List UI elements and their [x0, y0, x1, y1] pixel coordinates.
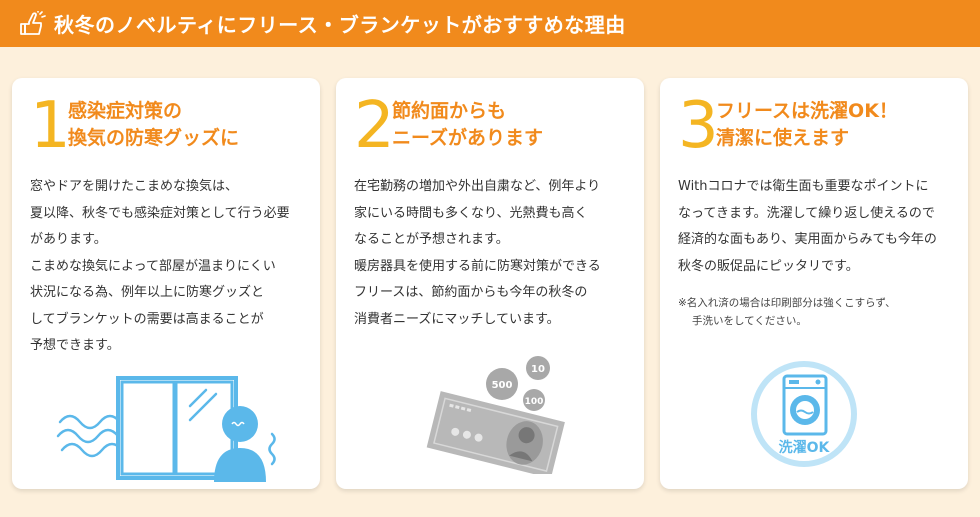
money-bill-coins-icon: 500 10 100 [426, 356, 565, 474]
pointing-hand-icon [20, 10, 46, 35]
body-line: なってきます。洗濯して繰り返し使えるので [678, 205, 935, 221]
reason-card-2: 2 節約面からも ニーズがあります 在宅勤務の増加や外出自粛など、例年より 家に… [336, 78, 644, 489]
body-line: 状況になる為、例年以上に防寒グッズと [30, 285, 265, 300]
reason-card-1: 1 感染症対策の 換気の防寒グッズに 窓やドアを開けたこまめな換気は、 夏以降、… [12, 78, 320, 489]
open-window-person-cold-icon [56, 376, 276, 482]
coin-500: 500 [492, 380, 513, 391]
body-line: してブランケットの需要は高まることが [30, 311, 264, 327]
reason-card-3: 3 フリースは洗濯OK！ 清潔に使えます Withコロナでは衛生面も重要なポイン… [660, 78, 968, 489]
body-line: 在宅勤務の増加や外出自粛など、例年より [354, 179, 601, 194]
washing-machine-icon: 洗濯OK [751, 361, 857, 467]
heading-line: 換気の防寒グッズに [68, 127, 240, 149]
note-line: 手洗いをしてください。 [692, 315, 807, 327]
body-line: フリースは、節約面からも今年の秋冬の [354, 285, 588, 300]
body-line: 経済的な面もあり、実用面からみても今年の [678, 232, 937, 247]
body-line: なることが予想されます。 [354, 232, 509, 247]
note-line: ※名入れ済の場合は印刷部分は強くこすらず、 [678, 297, 896, 309]
body-line: 家にいる時間も多くなり、光熱費も高く [354, 205, 588, 221]
body-line: こまめな換気によって部屋が温まりにくい [30, 258, 276, 274]
body-line: 夏以降、秋冬でも感染症対策として行う必要 [30, 205, 290, 221]
body-line: 予想できます。 [30, 338, 120, 353]
reason-number: 1 [30, 89, 71, 163]
reason-heading: 感染症対策の 換気の防寒グッズに [68, 98, 239, 152]
page-title: 秋冬のノベルティにフリース・ブランケットがおすすめな理由 [54, 13, 626, 37]
body-line: 窓やドアを開けたこまめな換気は、 [30, 179, 239, 194]
wash-ok-badge: 洗濯OK [779, 439, 831, 456]
heading-line: フリースは洗濯OK！ [716, 100, 898, 122]
heading-line: ニーズがあります [392, 127, 544, 149]
page-header: 秋冬のノベルティにフリース・ブランケットがおすすめな理由 [0, 0, 980, 47]
care-note: ※名入れ済の場合は印刷部分は強くこすらず、 手洗いをしてください。 [678, 294, 960, 330]
body-line: があります。 [30, 232, 107, 247]
reason-number: 2 [354, 89, 395, 163]
heading-line: 感染症対策の [68, 100, 183, 122]
reason-number: 3 [678, 89, 719, 163]
reason-body: 在宅勤務の増加や外出自粛など、例年より 家にいる時間も多くなり、光熱費も高く な… [354, 174, 636, 333]
reason-heading: フリースは洗濯OK！ 清潔に使えます [716, 98, 898, 152]
body-line: 暖房器具を使用する前に防寒対策ができる [354, 258, 601, 274]
body-line: 秋冬の販促品にピッタリです。 [678, 258, 859, 274]
body-line: 消費者ニーズにマッチしています。 [354, 311, 560, 327]
heading-line: 節約面からも [392, 100, 507, 122]
heading-line: 清潔に使えます [716, 127, 850, 149]
coin-100: 100 [525, 397, 544, 407]
reason-body: Withコロナでは衛生面も重要なポイントに なってきます。洗濯して繰り返し使える… [678, 174, 960, 280]
reason-body: 窓やドアを開けたこまめな換気は、 夏以降、秋冬でも感染症対策として行う必要 があ… [30, 174, 312, 360]
coin-10: 10 [531, 364, 545, 375]
body-line: Withコロナでは衛生面も重要なポイントに [678, 179, 929, 194]
reason-heading: 節約面からも ニーズがあります [392, 98, 543, 152]
